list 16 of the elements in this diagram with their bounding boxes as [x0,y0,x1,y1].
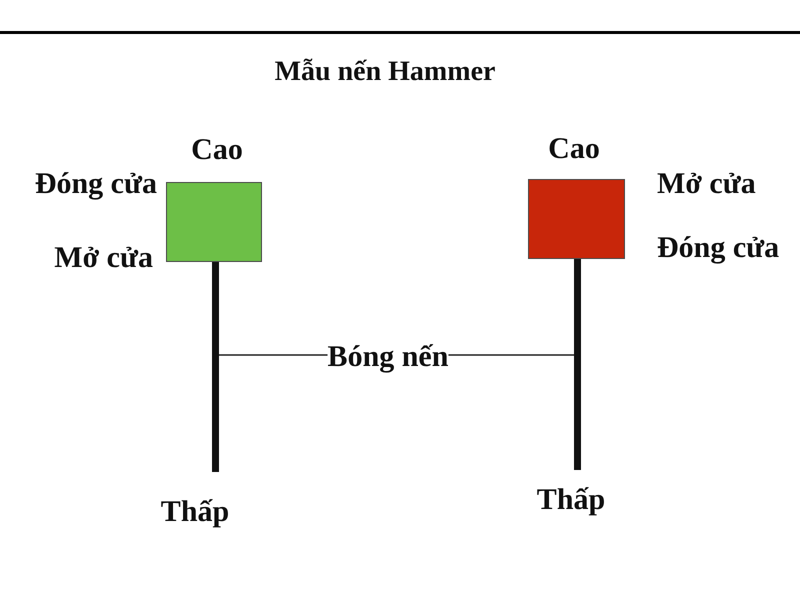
wick-label: Bóng nến [328,339,448,375]
price-label: Cao [191,132,243,168]
leader-line [448,354,574,356]
price-label: Đóng cửa [657,230,780,266]
candle-wick [574,259,581,470]
candle-body [166,182,262,262]
candle-body [528,179,625,259]
price-label: Thấp [160,494,230,530]
chart-title: Mẫu nến Hammer [274,55,496,89]
price-label: Mở cửa [54,240,153,276]
candle-wick [212,262,219,472]
leader-line [219,354,328,356]
price-label: Mở cửa [657,166,756,202]
price-label: Cao [548,131,600,167]
price-label: Đóng cửa [34,166,157,202]
price-label: Thấp [536,482,606,518]
